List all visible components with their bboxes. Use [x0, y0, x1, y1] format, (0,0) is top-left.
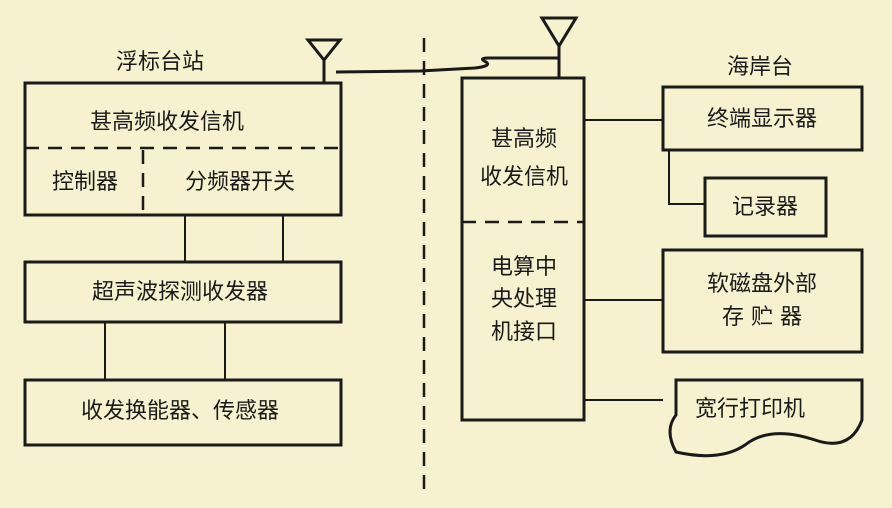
cpu-interface-label: 电算中: [491, 255, 557, 280]
buoy-vhf-label: 甚高频收发信机: [90, 110, 244, 135]
shore-vhf-label: 甚高频: [491, 127, 557, 152]
recorder-label: 记录器: [732, 195, 798, 220]
floppy-storage-label: 软磁盘外部: [707, 272, 817, 297]
shore-main-box: [460, 76, 586, 422]
line-printer-label: 宽行打印机: [695, 397, 805, 422]
transducer-box: [23, 378, 343, 447]
floppy-storage-label: 存 贮 器: [722, 305, 802, 330]
shore-antenna-icon: [539, 16, 579, 78]
ultrasonic-box: [23, 260, 343, 324]
cpu-interface-label: 机接口: [491, 320, 557, 345]
buoy-antenna-icon: [304, 38, 344, 83]
buoy-station-title: 浮标台站: [116, 50, 204, 75]
shore-vhf-label: 收发信机: [480, 165, 568, 190]
radio-link: [335, 56, 558, 74]
recorder-box: [703, 176, 828, 238]
ultrasonic-label: 超声波探测收发器: [92, 280, 268, 305]
shore-station-title: 海岸台: [727, 55, 793, 80]
divider-switch-label: 分频器开关: [185, 170, 295, 195]
cpu-interface-label: 央处理: [491, 287, 557, 312]
transducer-label: 收发换能器、传感器: [81, 399, 279, 424]
connector: [668, 150, 705, 205]
floppy-storage-box: [661, 248, 864, 354]
controller-label: 控制器: [52, 170, 118, 195]
terminal-display-label: 终端显示器: [707, 107, 817, 132]
terminal-display-box: [661, 85, 864, 152]
line-printer-shape: [668, 378, 864, 458]
